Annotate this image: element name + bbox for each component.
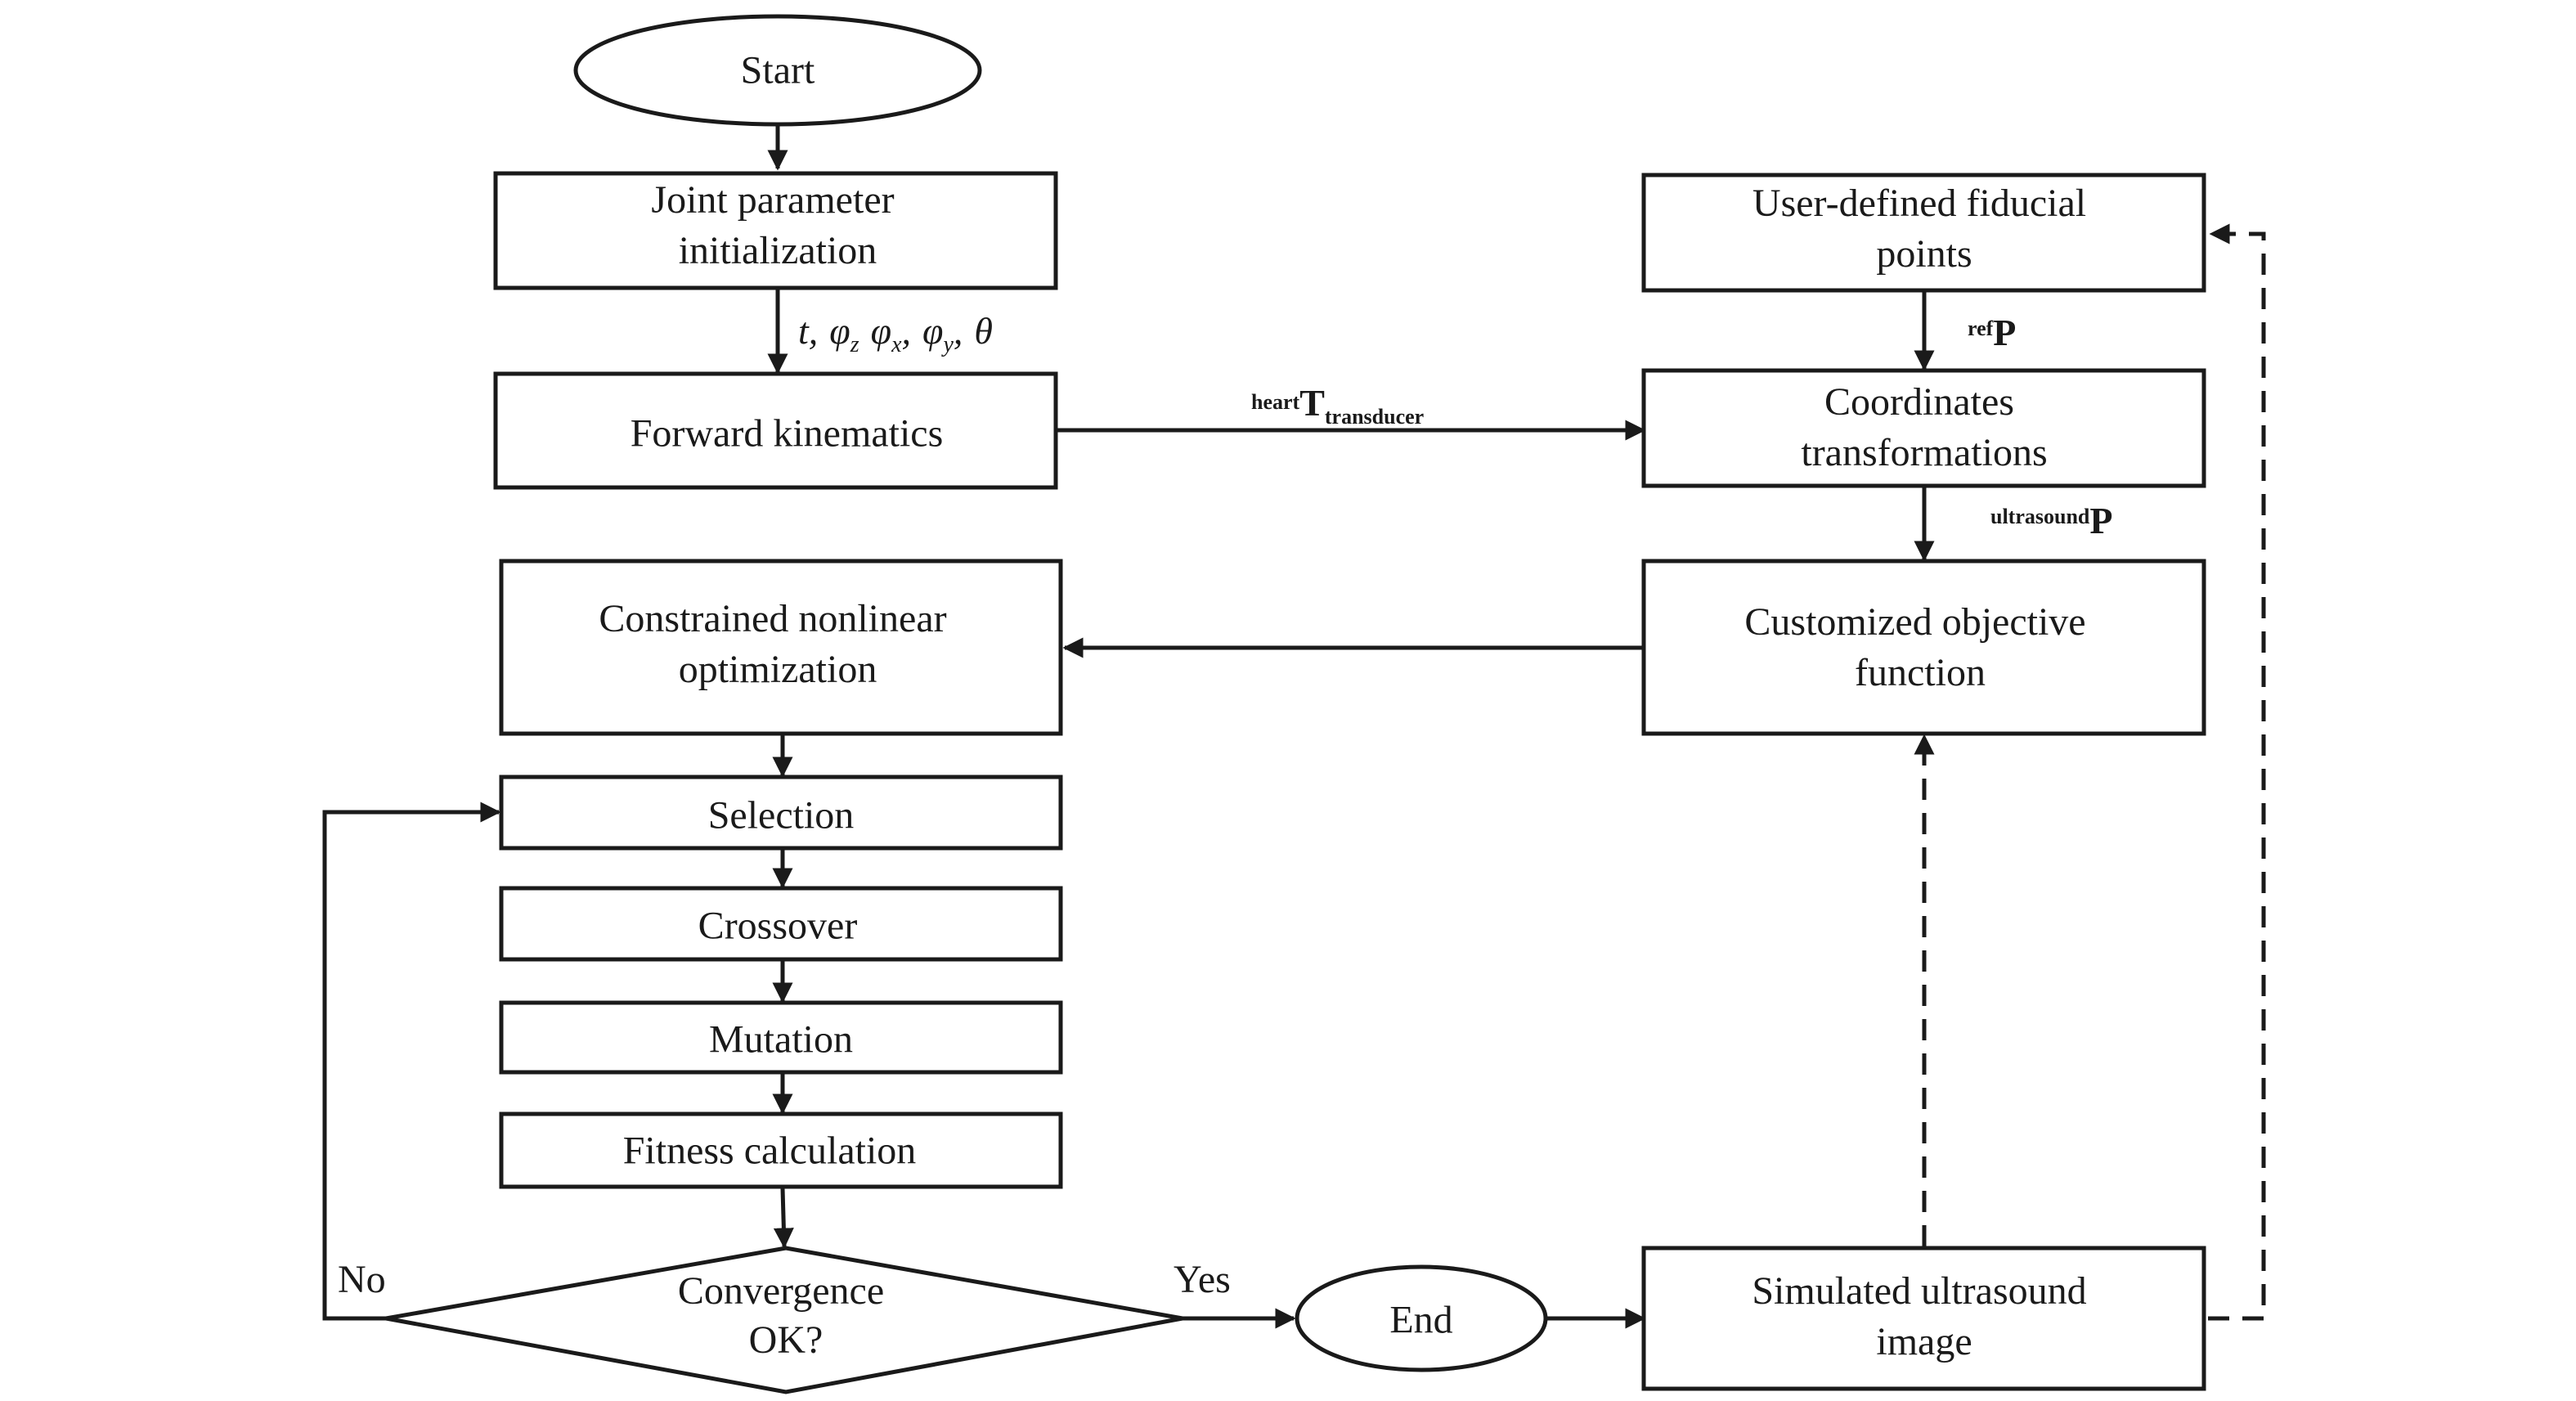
forward-kinematics-label: Forward kinematics — [631, 412, 944, 456]
constrained-opt-label: Constrained nonlinear optimization — [599, 597, 956, 691]
node-fiducial: User-defined fiducial points — [1641, 173, 2206, 293]
convergence-label: Convergence OK? — [678, 1269, 894, 1362]
forward-kinematics-box — [493, 371, 1058, 490]
constrained-opt-box — [499, 559, 1063, 736]
crossover-box — [499, 886, 1063, 962]
constrained-opt-line-1: Constrained nonlinear — [599, 597, 946, 640]
ref-P-label: refP — [1968, 312, 2016, 353]
joint-init-box — [493, 171, 1058, 290]
crossover-label: Crossover — [698, 905, 858, 948]
objective-label: Customized objective function — [1744, 600, 2095, 694]
node-constrained-opt: Constrained nonlinear optimization — [499, 559, 1063, 736]
no-label: No — [338, 1258, 386, 1301]
node-mutation: Mutation — [499, 1000, 1063, 1075]
objective-line-2: function — [1855, 651, 1986, 694]
param-phi-z: φ — [829, 310, 850, 352]
fiducial-line-1: User-defined fiducial — [1752, 182, 2086, 225]
node-end: End — [1295, 1264, 1548, 1372]
node-objective: Customized objective function — [1641, 559, 2206, 736]
node-selection: Selection — [499, 775, 1063, 851]
dashed-arrow-simulated-to-fiducial — [2208, 223, 2266, 1321]
yes-label: Yes — [1174, 1258, 1231, 1301]
objective-line-1: Customized objective — [1744, 600, 2085, 644]
coord-transform-line-1: Coordinates — [1824, 380, 2014, 424]
coord-transform-box — [1641, 368, 2206, 488]
fiducial-label: User-defined fiducial points — [1752, 182, 2096, 276]
param-phi-y: φ — [922, 310, 943, 352]
node-coord-transform: Coordinates transformations — [1641, 368, 2206, 488]
node-start: Start — [573, 14, 982, 127]
fitness-label: Fitness calculation — [623, 1129, 917, 1173]
param-theta: θ — [974, 310, 993, 352]
selection-box — [499, 775, 1063, 851]
coord-transform-label: Coordinates transformations — [1801, 380, 2047, 474]
selection-label: Selection — [708, 794, 855, 837]
convergence-decision-shape — [385, 1246, 1183, 1394]
node-crossover: Crossover — [499, 886, 1063, 962]
joint-init-line-2: initialization — [679, 229, 877, 272]
start-terminal-shape — [573, 14, 982, 127]
convergence-line-2: OK? — [749, 1318, 824, 1362]
simulated-label: Simulated ultrasound image — [1752, 1269, 2096, 1363]
simulated-line-1: Simulated ultrasound — [1752, 1269, 2086, 1313]
node-fitness: Fitness calculation — [499, 1111, 1063, 1189]
fitness-box — [499, 1111, 1063, 1189]
simulated-line-2: image — [1876, 1320, 1972, 1363]
constrained-opt-line-2: optimization — [679, 648, 877, 691]
fiducial-line-2: points — [1876, 232, 1972, 276]
node-convergence: Convergence OK? — [385, 1246, 1183, 1394]
arrow-no-loop-to-selection — [322, 802, 501, 1321]
param-phi-x: φ — [871, 310, 891, 352]
ultrasound-P-label: ultrasoundP — [1990, 500, 2113, 541]
mutation-box — [499, 1000, 1063, 1075]
connectors — [322, 124, 2266, 1329]
simulated-box — [1641, 1246, 2206, 1391]
start-label: Start — [741, 49, 815, 92]
convergence-line-1: Convergence — [678, 1269, 884, 1313]
node-joint-init: Joint parameter initialization — [493, 171, 1058, 290]
node-forward-kinematics: Forward kinematics — [493, 371, 1058, 490]
heart-T-transducer-label: heartTtransducer — [1251, 382, 1424, 429]
joint-init-label: Joint parameter initialization — [651, 178, 904, 272]
end-terminal-shape — [1295, 1264, 1548, 1372]
fiducial-box — [1641, 173, 2206, 293]
param-t: t — [798, 310, 810, 352]
mutation-label: Mutation — [709, 1018, 853, 1062]
joint-init-line-1: Joint parameter — [651, 178, 894, 222]
end-label: End — [1389, 1299, 1452, 1342]
objective-box — [1641, 559, 2206, 736]
arrow-fitness-to-convergence — [773, 1188, 794, 1249]
node-simulated: Simulated ultrasound image — [1641, 1246, 2206, 1391]
coord-transform-line-2: transformations — [1801, 431, 2047, 474]
